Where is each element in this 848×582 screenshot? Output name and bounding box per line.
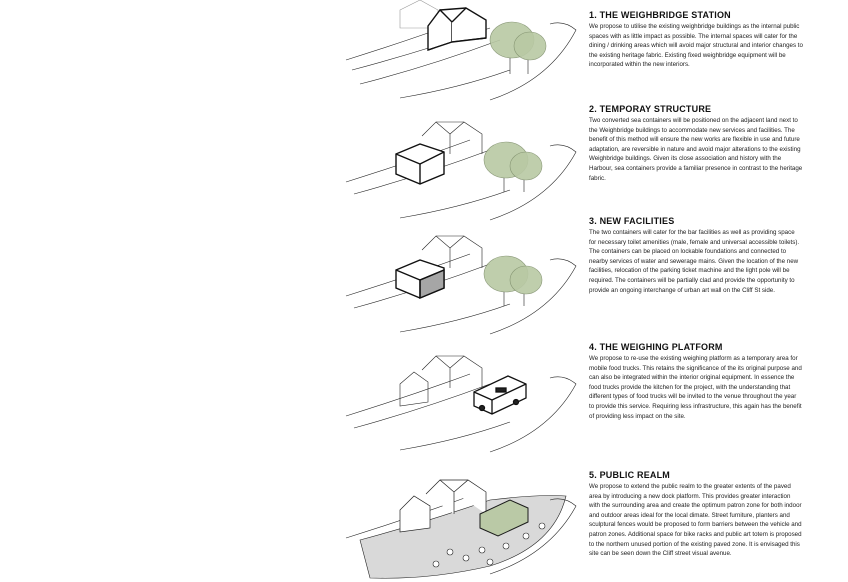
section-title: 3. NEW FACILITIES (589, 216, 675, 226)
diagram-new-facilities (340, 226, 580, 342)
section-title: 4. THE WEIGHING PLATFORM (589, 342, 723, 352)
site-edge-line (399, 69, 511, 99)
section-weighbridge-station: 1. THE WEIGHBRIDGE STATION We propose to… (589, 10, 803, 70)
outdoor-furniture (432, 522, 546, 568)
isometric-diagram-1 (345, 0, 577, 101)
section-public-realm: 5. PUBLIC REALM We propose to extend the… (589, 470, 803, 559)
section-body: Two converted sea containers will be pos… (589, 117, 803, 182)
section-temporary-structure: 2. TEMPORAY STRUCTURE Two converted sea … (589, 104, 803, 183)
sea-container-highlight (395, 143, 445, 185)
food-truck-highlight (473, 375, 527, 415)
site-edge-line (489, 22, 577, 101)
tree-cluster (489, 21, 547, 74)
food-truck-shaded (479, 499, 529, 537)
section-title: 5. PUBLIC REALM (589, 470, 671, 480)
section-body: We propose to re-use the existing weighi… (589, 355, 802, 420)
section-body: The two containers will cater for the ba… (589, 229, 800, 294)
facility-container-highlight (395, 259, 445, 300)
tree-cluster (483, 255, 543, 306)
diagram-weighing-platform (340, 344, 580, 460)
tree-cluster (483, 141, 543, 192)
section-new-facilities: 3. NEW FACILITIES The two containers wil… (589, 216, 803, 295)
isometric-diagram-4 (345, 355, 577, 453)
isometric-diagram-5 (345, 479, 577, 579)
section-body: We propose to utilise the existing weigh… (589, 23, 803, 69)
section-weighing-platform: 4. THE WEIGHING PLATFORM We propose to r… (589, 342, 803, 421)
isometric-diagram-3 (345, 235, 577, 335)
weighbridge-buildings-highlight (427, 7, 487, 51)
section-title: 1. THE WEIGHBRIDGE STATION (589, 10, 731, 20)
isometric-diagram-2 (345, 121, 577, 221)
diagram-public-realm (340, 466, 580, 582)
section-title: 2. TEMPORAY STRUCTURE (589, 104, 712, 114)
section-body: We propose to extend the public realm to… (589, 483, 802, 558)
diagram-weighbridge-station (340, 0, 580, 116)
site-edge-line (359, 39, 501, 85)
paved-area (359, 495, 567, 579)
diagram-temporary-structure (340, 112, 580, 228)
